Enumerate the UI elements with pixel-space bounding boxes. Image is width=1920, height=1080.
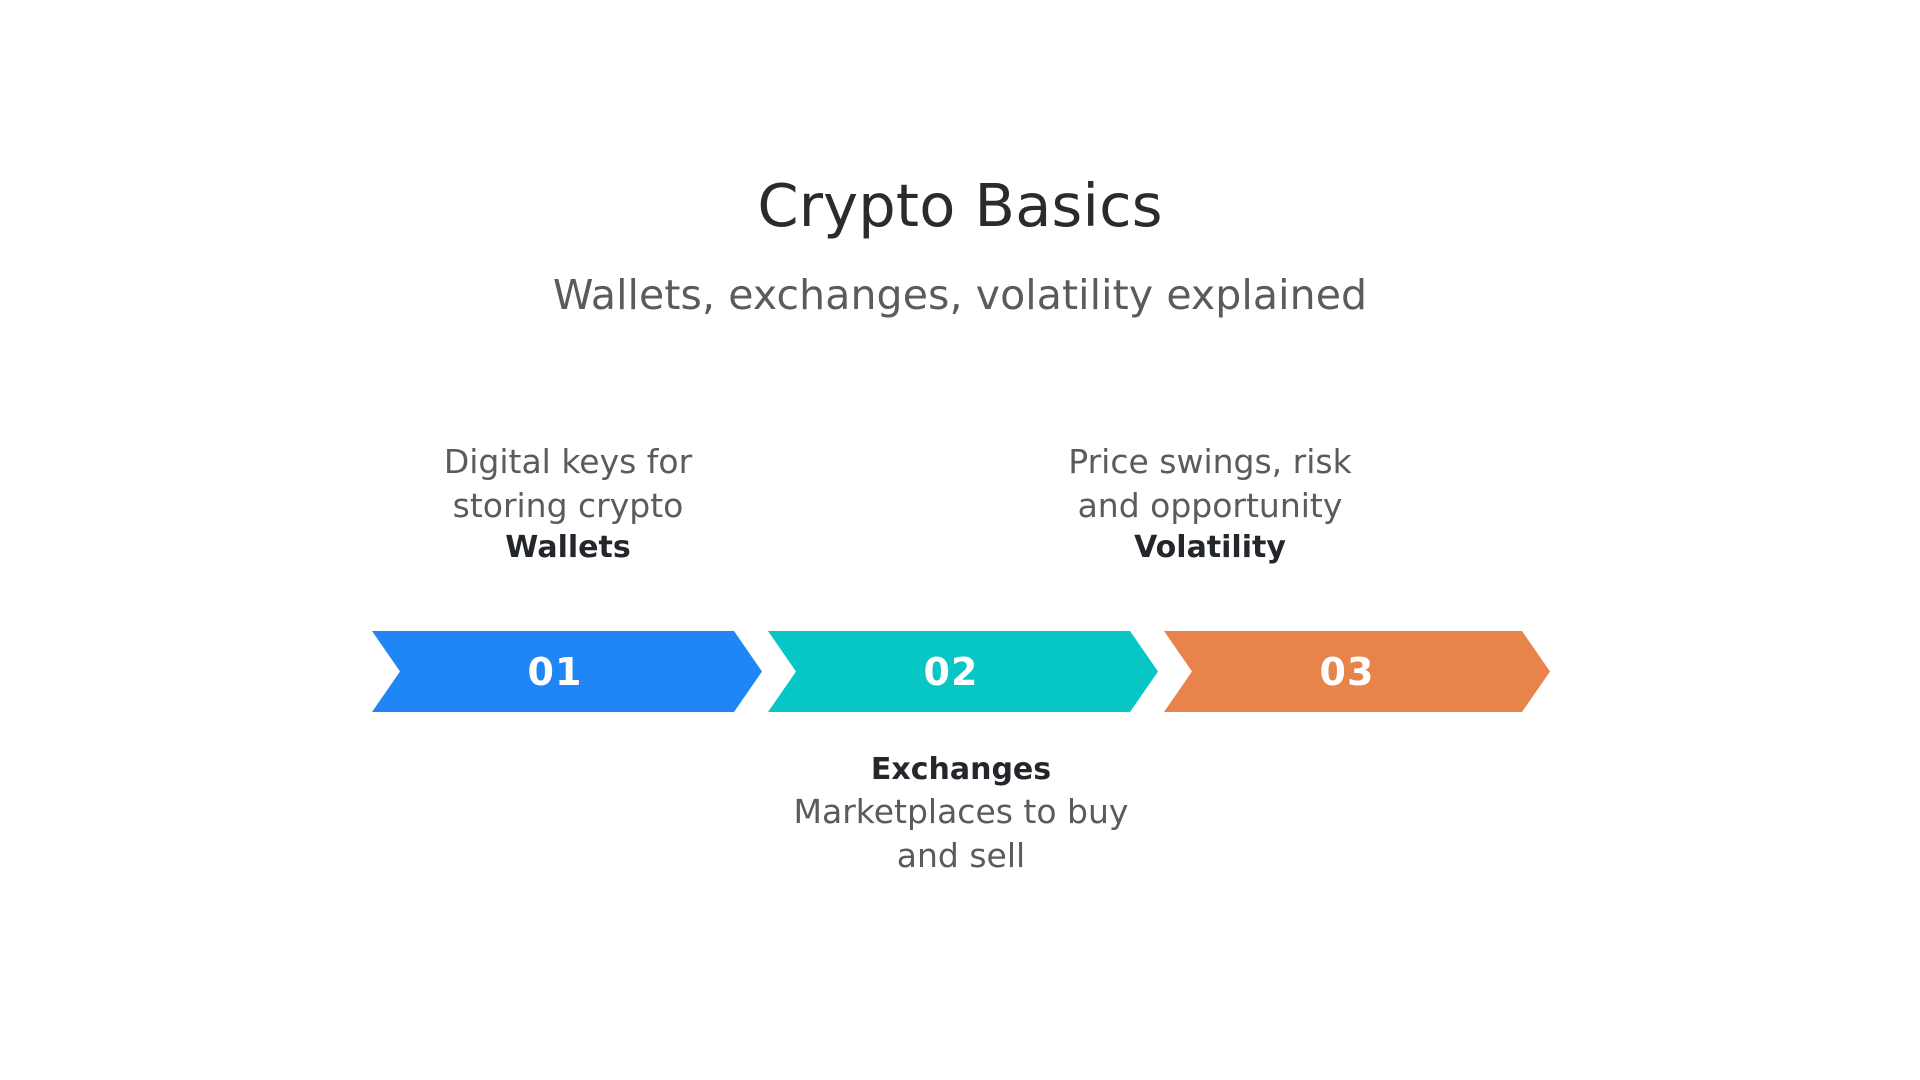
chevron-number-1: 01 (528, 650, 583, 694)
chevron-shape-1[interactable] (372, 631, 762, 712)
process-chevron-band: 01 02 03 (372, 631, 1550, 712)
chevron-number-3: 03 (1320, 650, 1375, 694)
step-title-3: Volatility (1134, 529, 1286, 565)
step-description-1-line-1: Digital keys for (443, 442, 693, 481)
step-description-1-line-2: storing crypto (452, 485, 684, 525)
chevron-step-3[interactable]: 03 (1164, 631, 1550, 712)
step-description-2-line-2: and sell (896, 835, 1026, 875)
chevron-shape-3[interactable] (1164, 631, 1550, 712)
step-description-3-line-2: and opportunity (1077, 485, 1343, 525)
step-label-1: Digital keys for storing crypto Wallets (358, 440, 778, 568)
chevron-step-1[interactable]: 01 (372, 631, 762, 712)
page-title: Crypto Basics (757, 171, 1163, 240)
slide-header: Crypto Basics Wallets, exchanges, volati… (0, 0, 1920, 317)
step-label-2: Exchanges Marketplaces to buy and sell (751, 750, 1171, 878)
chevron-step-2[interactable]: 02 (768, 631, 1158, 712)
page-subtitle: Wallets, exchanges, volatility explained (552, 270, 1368, 319)
chevron-shape-2[interactable] (768, 631, 1158, 712)
step-description-3-line-1: Price swings, risk (1068, 442, 1352, 481)
step-title-1: Wallets (505, 529, 631, 565)
step-description-2-line-1: Marketplaces to buy (793, 791, 1129, 831)
step-title-2: Exchanges (870, 752, 1052, 787)
step-label-3: Price swings, risk and opportunity Volat… (1000, 440, 1420, 568)
chevron-number-2: 02 (924, 650, 979, 694)
